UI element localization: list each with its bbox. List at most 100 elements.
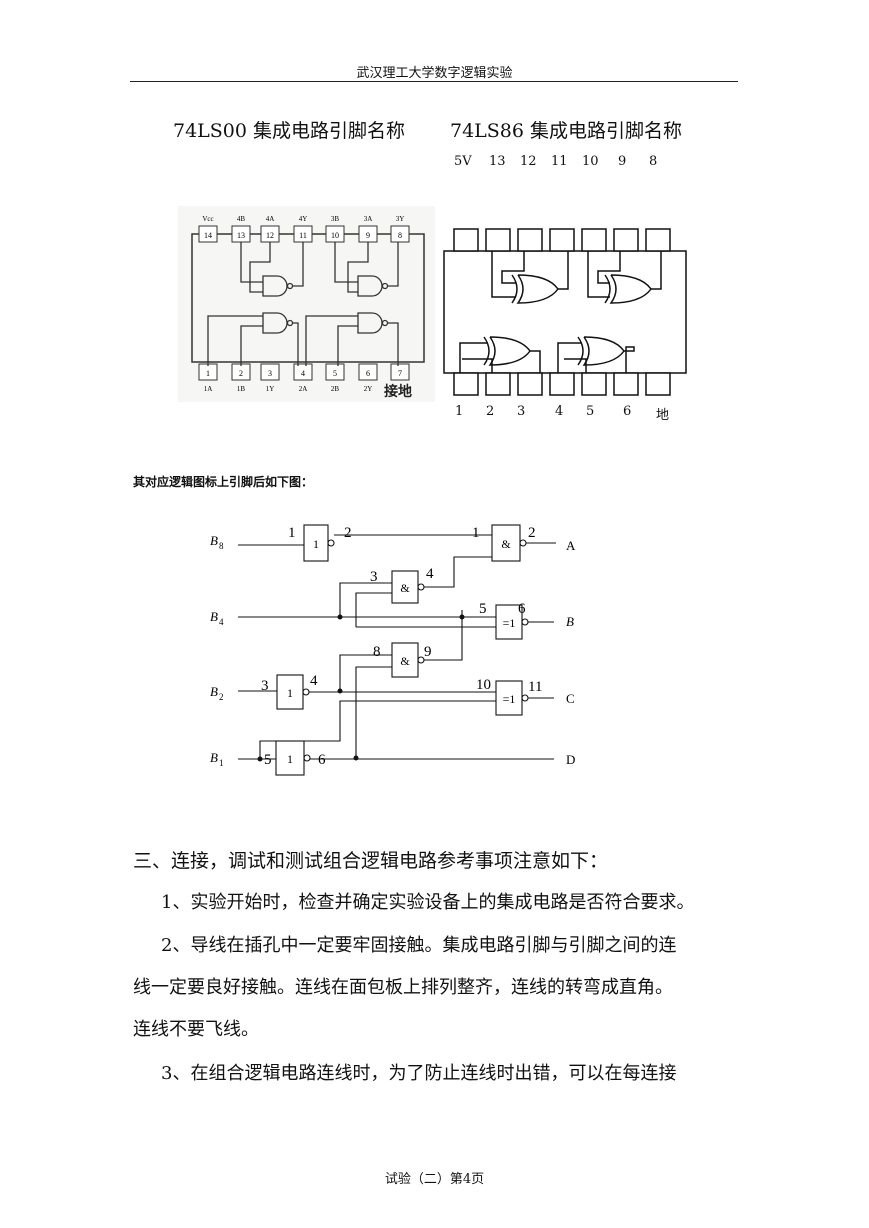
ls86-top-pin-box (453, 228, 479, 252)
ls00-top-pin-label: 4A (266, 215, 275, 223)
ls86-bottom-pin-box (453, 372, 479, 396)
ls86-top-pin: 10 (582, 154, 599, 169)
pin-number: 8 (373, 644, 381, 660)
ls00-bottom-pin-label: 2B (331, 385, 340, 393)
pin-number: 10 (476, 677, 491, 693)
ls86-bottom-pin: 6 (623, 404, 632, 419)
item-3-line-1: 3、在组合逻辑电路连线时，为了防止连线时出错，可以在每连接 (161, 1063, 677, 1084)
ls00-top-pin-number: 8 (398, 231, 402, 240)
ls00-bottom-pin (390, 363, 410, 381)
ls86-bottom-pin: 4 (555, 404, 564, 419)
gate-symbol-not: 1 (287, 752, 293, 766)
gate-symbol-and: & (400, 581, 410, 595)
pin-number: 1 (288, 525, 296, 541)
ls86-top-pin-labels: 5V 13 12 11 10 9 8 (0, 154, 869, 174)
gate-symbol-xor: =1 (503, 692, 516, 706)
input-label: B (210, 609, 218, 624)
ls86-bottom-pin: 2 (486, 404, 495, 419)
pin-number: 3 (370, 569, 378, 585)
ls00-top-pin (198, 225, 218, 243)
pin-number: 4 (310, 673, 318, 689)
ls00-top-pin-label: 3Y (396, 215, 405, 223)
section-title: 三、连接，调试和测试组合逻辑电路参考事项注意如下： (133, 850, 609, 872)
pin-number: 5 (264, 752, 272, 768)
ls86-bottom-pin: 3 (517, 404, 526, 419)
ls00-bottom-pin-label: 1Y (266, 385, 275, 393)
ls00-top-pin-label: 3A (364, 215, 373, 223)
ls00-bottom-pin-number: 5 (333, 369, 337, 378)
ls00-top-pin-number: 9 (366, 231, 370, 240)
output-label: A (566, 538, 576, 553)
ls00-top-pin-number: 10 (331, 231, 339, 240)
ls86-bottom-pin: 地 (656, 408, 670, 423)
ls86-top-pin: 11 (551, 154, 568, 169)
ls00-bottom-pin-number: 7 (398, 369, 402, 378)
pin-number: 6 (318, 752, 326, 768)
gate-symbol-xor: =1 (503, 616, 516, 630)
ls00-bottom-pin-label: 2Y (364, 385, 373, 393)
ls86-top-pin-box (485, 228, 511, 252)
gate-symbol-and: & (400, 654, 410, 668)
ls86-top-pin-box (549, 228, 575, 252)
header-rule (130, 81, 738, 82)
ls00-top-pin-number: 14 (204, 231, 212, 240)
ls86-top-pin: 13 (489, 154, 506, 169)
item-2-line-3: 连线不要飞线。 (133, 1019, 259, 1040)
ls00-top-pin-label: Vcc (202, 215, 213, 223)
pin-number: 4 (426, 566, 434, 582)
ls00-bottom-pin-number: 4 (301, 369, 305, 378)
ls86-bottom-pin: 1 (455, 404, 464, 419)
ls00-bottom-pin-label: 1B (237, 385, 246, 393)
ls00-bottom-pin-number: 2 (239, 369, 243, 378)
ls86-bottom-pin-box (517, 372, 543, 396)
ls00-title: 74LS00 集成电路引脚名称 (173, 120, 406, 142)
ls00-bottom-pin-number: 6 (366, 369, 370, 378)
output-label: D (566, 752, 575, 767)
pin-number: 9 (424, 644, 432, 660)
ls00-top-pin-number: 11 (299, 231, 307, 240)
ls86-top-pin: 12 (520, 154, 537, 169)
pin-number: 6 (518, 601, 526, 617)
input-subscript: 2 (219, 692, 224, 702)
pin-number: 3 (261, 678, 269, 694)
output-label: C (566, 691, 575, 706)
ls86-bottom-pin-box (645, 372, 671, 396)
ls86-top-pin-box (613, 228, 639, 252)
input-subscript: 4 (219, 617, 224, 627)
ls86-top-pin: 5V (454, 154, 472, 169)
page-footer: 试验（二）第4页 (384, 1172, 485, 1187)
pin-number: 11 (528, 679, 542, 695)
input-subscript: 8 (219, 541, 224, 551)
item-2-line-2: 线一定要良好接触。连线在面包板上排列整齐，连线的转弯成直角。 (133, 977, 673, 998)
ls86-top-pin: 8 (649, 154, 658, 169)
input-label: B (210, 684, 218, 699)
ls00-bottom-pin-number: 1 (206, 369, 210, 378)
pin-number: 2 (344, 525, 352, 541)
ls00-bottom-pin-label: 2A (299, 385, 308, 393)
ls00-top-pin-label: 4B (237, 215, 246, 223)
ls00-bottom-pin (260, 363, 280, 381)
ls86-top-pin-box (581, 228, 607, 252)
ls00-bottom-pin (293, 363, 313, 381)
ls00-top-pin-number: 13 (237, 231, 245, 240)
ls86-bottom-pin-box (485, 372, 511, 396)
pin-number: 1 (472, 525, 480, 541)
ls86-top-pin-box (517, 228, 543, 252)
ls86-bottom-pin: 5 (586, 404, 595, 419)
input-label: B (210, 750, 218, 765)
ls86-bottom-pin-box (581, 372, 607, 396)
ls00-bottom-pin (325, 363, 345, 381)
gate-symbol-not: 1 (287, 686, 293, 700)
ls00-bottom-pin-label: 1A (204, 385, 213, 393)
ls86-chip-diagram (443, 228, 687, 396)
ls86-bottom-pin-labels: 1 2 3 4 5 6 地 (0, 404, 869, 424)
ls86-top-pin-box (645, 228, 671, 252)
ls00-bottom-pin (358, 363, 378, 381)
ls00-top-pin-label: 3B (331, 215, 340, 223)
pin-number: 5 (479, 601, 487, 617)
ls00-ground-label: 接地 (384, 383, 412, 400)
ls86-title: 74LS86 集成电路引脚名称 (450, 120, 683, 142)
item-1: 1、实验开始时，检查并确定实验设备上的集成电路是否符合要求。 (161, 892, 695, 913)
output-label: B (566, 614, 574, 629)
